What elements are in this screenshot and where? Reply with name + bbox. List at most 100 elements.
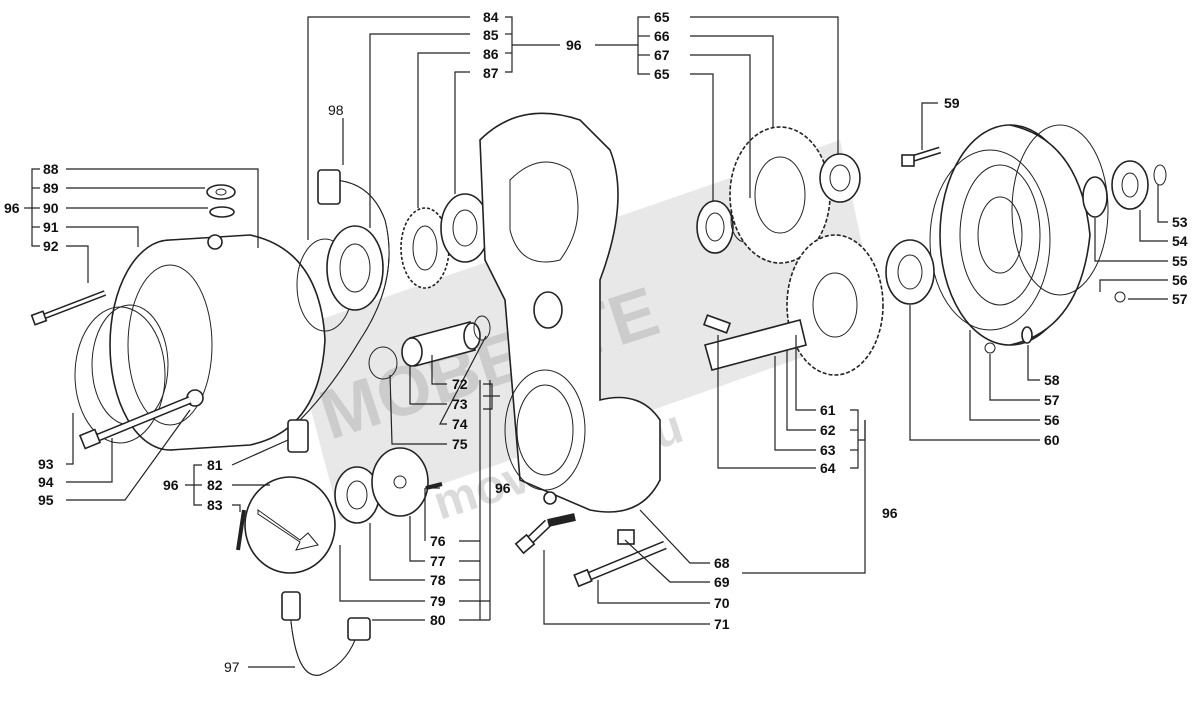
- bolt-95: [78, 396, 192, 450]
- hose-97-fitting-a: [281, 591, 301, 621]
- label-80: 80: [430, 612, 446, 628]
- label-63: 63: [820, 442, 836, 458]
- seal-54: [1082, 176, 1108, 218]
- bearing-87-bore: [452, 209, 478, 247]
- housing-bore: [127, 264, 213, 426]
- direction-arrow-icon: [257, 509, 319, 551]
- gear-61: [786, 234, 884, 376]
- bearing-60: [885, 239, 935, 305]
- label-94: 94: [38, 474, 54, 490]
- gear-86-bore: [412, 225, 438, 271]
- label-53: 53: [1172, 214, 1188, 230]
- central-case-lower-bore: [504, 369, 586, 491]
- label-86: 86: [483, 46, 499, 62]
- pump-plate-77: [371, 447, 429, 517]
- callout-labels: 84 85 86 87 96 65 66 67 65 98 88 89 96 9…: [4, 9, 1188, 675]
- pump-plate-77-hole: [393, 475, 407, 489]
- label-90: 90: [43, 200, 59, 216]
- o-ring-57b: [984, 342, 996, 354]
- hub-inner: [959, 164, 1041, 306]
- label-92: 92: [43, 238, 59, 254]
- o-ring-73: [473, 315, 491, 341]
- label-54: 54: [1172, 233, 1188, 249]
- bearing-60-bore: [897, 254, 923, 290]
- label-93: 93: [38, 456, 54, 472]
- central-case: [479, 112, 661, 513]
- label-76: 76: [430, 533, 446, 549]
- case-plug: [543, 491, 557, 505]
- label-77: 77: [430, 553, 446, 569]
- label-65b: 65: [654, 66, 670, 82]
- label-69: 69: [714, 574, 730, 590]
- label-85: 85: [483, 27, 499, 43]
- label-91: 91: [43, 219, 59, 235]
- nut-89-hole: [215, 188, 227, 196]
- label-89: 89: [43, 180, 59, 196]
- label-74: 74: [452, 416, 468, 432]
- label-56b: 56: [1044, 412, 1060, 428]
- snap-ring-53: [1153, 164, 1167, 186]
- label-95: 95: [38, 492, 54, 508]
- o-ring-55: [1011, 124, 1109, 296]
- leader-lines: [24, 16, 1168, 668]
- label-96-mid: 96: [163, 477, 179, 493]
- label-67: 67: [654, 47, 670, 63]
- label-64: 64: [820, 460, 836, 476]
- label-57a: 57: [1172, 291, 1188, 307]
- hose-81-fitting: [287, 419, 309, 453]
- label-87: 87: [483, 65, 499, 81]
- pump-rotor-79-inner: [346, 480, 368, 510]
- right-hub: [939, 124, 1091, 346]
- label-83: 83: [207, 497, 223, 513]
- label-96-left: 96: [4, 200, 20, 216]
- screw-83: [236, 509, 246, 551]
- case-port: [533, 291, 563, 329]
- nut-89: [206, 184, 236, 200]
- label-70: 70: [714, 595, 730, 611]
- bolt-71: [514, 513, 576, 555]
- central-case-body: [479, 112, 661, 513]
- o-ring-56b: [929, 149, 1051, 331]
- o-ring-57a: [1114, 291, 1126, 303]
- bearing-65b: [696, 200, 734, 254]
- label-72: 72: [452, 376, 468, 392]
- label-98: 98: [328, 102, 344, 118]
- label-65a: 65: [654, 9, 670, 25]
- bolt-92: [30, 290, 107, 326]
- bearing-87: [440, 193, 490, 263]
- label-68: 68: [714, 555, 730, 571]
- label-59: 59: [944, 95, 960, 111]
- bearing-85-bore: [339, 243, 371, 293]
- nut-69: [617, 529, 635, 545]
- screw-76: [425, 482, 443, 490]
- hub-bore: [977, 196, 1023, 274]
- label-58: 58: [1044, 372, 1060, 388]
- label-84: 84: [483, 9, 499, 25]
- label-96-center: 96: [495, 480, 511, 496]
- label-56a: 56: [1172, 272, 1188, 288]
- label-78: 78: [430, 572, 446, 588]
- plug-58: [1021, 326, 1033, 344]
- housing-body: [169, 234, 326, 451]
- bolt-70: [573, 540, 667, 588]
- label-96-top: 96: [566, 37, 582, 53]
- label-88: 88: [43, 161, 59, 177]
- bearing-85: [326, 225, 384, 311]
- hose-98-fitting: [317, 169, 341, 205]
- label-71: 71: [714, 616, 730, 632]
- central-case-lower-bore-inner: [516, 384, 574, 476]
- bearing-53-bore: [1121, 172, 1139, 198]
- label-75: 75: [452, 436, 468, 452]
- bolt-59: [901, 146, 942, 167]
- shaft-64: [702, 314, 807, 371]
- label-55: 55: [1172, 253, 1188, 269]
- label-62: 62: [820, 422, 836, 438]
- label-79: 79: [430, 593, 446, 609]
- gear-66: [729, 126, 831, 264]
- label-97: 97: [224, 659, 240, 675]
- left-housing: [109, 234, 326, 451]
- washer-90: [209, 206, 235, 218]
- label-57b: 57: [1044, 392, 1060, 408]
